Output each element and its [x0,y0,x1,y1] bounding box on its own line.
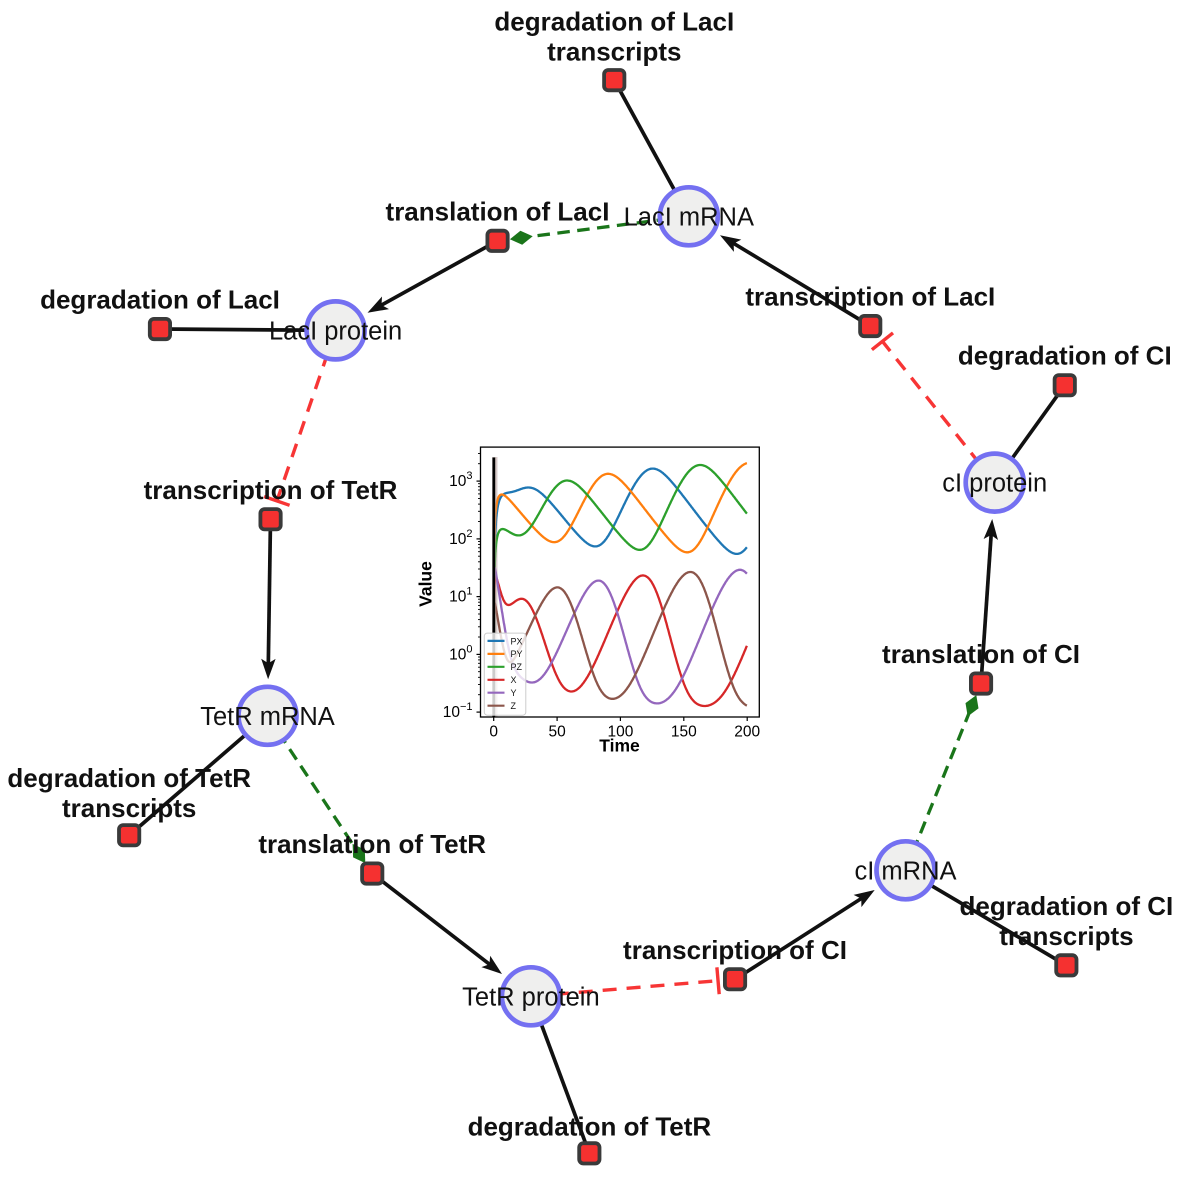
svg-text:X: X [511,675,517,685]
svg-text:Z: Z [511,701,517,711]
svg-text:PY: PY [511,649,523,659]
svg-text:150: 150 [671,724,697,741]
svg-text:cI mRNA: cI mRNA [855,857,957,885]
svg-text:200: 200 [734,724,760,741]
svg-text:translation of CI: translation of CI [882,639,1080,669]
svg-text:PX: PX [511,636,523,646]
svg-text:transcripts: transcripts [547,37,681,67]
svg-text:Time: Time [599,736,640,756]
svg-text:degradation of CI: degradation of CI [960,891,1174,921]
svg-text:LacI protein: LacI protein [269,317,402,345]
svg-text:10−1: 10−1 [443,701,473,721]
svg-text:PZ: PZ [511,662,523,672]
svg-text:transcription of LacI: transcription of LacI [745,282,995,312]
svg-text:100: 100 [449,643,472,663]
svg-text:101: 101 [449,586,472,606]
svg-text:cI protein: cI protein [942,470,1047,498]
svg-text:0: 0 [489,724,498,741]
svg-text:Value: Value [416,561,436,607]
svg-text:100: 100 [607,724,633,741]
svg-text:degradation of LacI: degradation of LacI [40,285,280,315]
svg-text:degradation of TetR: degradation of TetR [7,763,251,793]
svg-text:degradation of CI: degradation of CI [958,341,1172,371]
svg-text:degradation of LacI: degradation of LacI [494,7,734,37]
svg-text:50: 50 [548,724,566,741]
svg-text:LacI mRNA: LacI mRNA [624,203,754,231]
svg-text:translation of LacI: translation of LacI [386,196,610,226]
svg-text:transcription of TetR: transcription of TetR [144,475,398,505]
svg-text:TetR protein: TetR protein [462,983,600,1011]
svg-text:Y: Y [511,688,517,698]
svg-text:transcription of CI: transcription of CI [623,935,847,965]
svg-text:translation of TetR: translation of TetR [258,829,486,859]
svg-text:degradation of TetR: degradation of TetR [468,1112,712,1142]
svg-text:transcripts: transcripts [999,921,1133,951]
svg-text:102: 102 [449,528,472,548]
svg-text:TetR mRNA: TetR mRNA [200,703,335,731]
svg-text:transcripts: transcripts [62,793,196,823]
svg-text:103: 103 [449,470,472,490]
